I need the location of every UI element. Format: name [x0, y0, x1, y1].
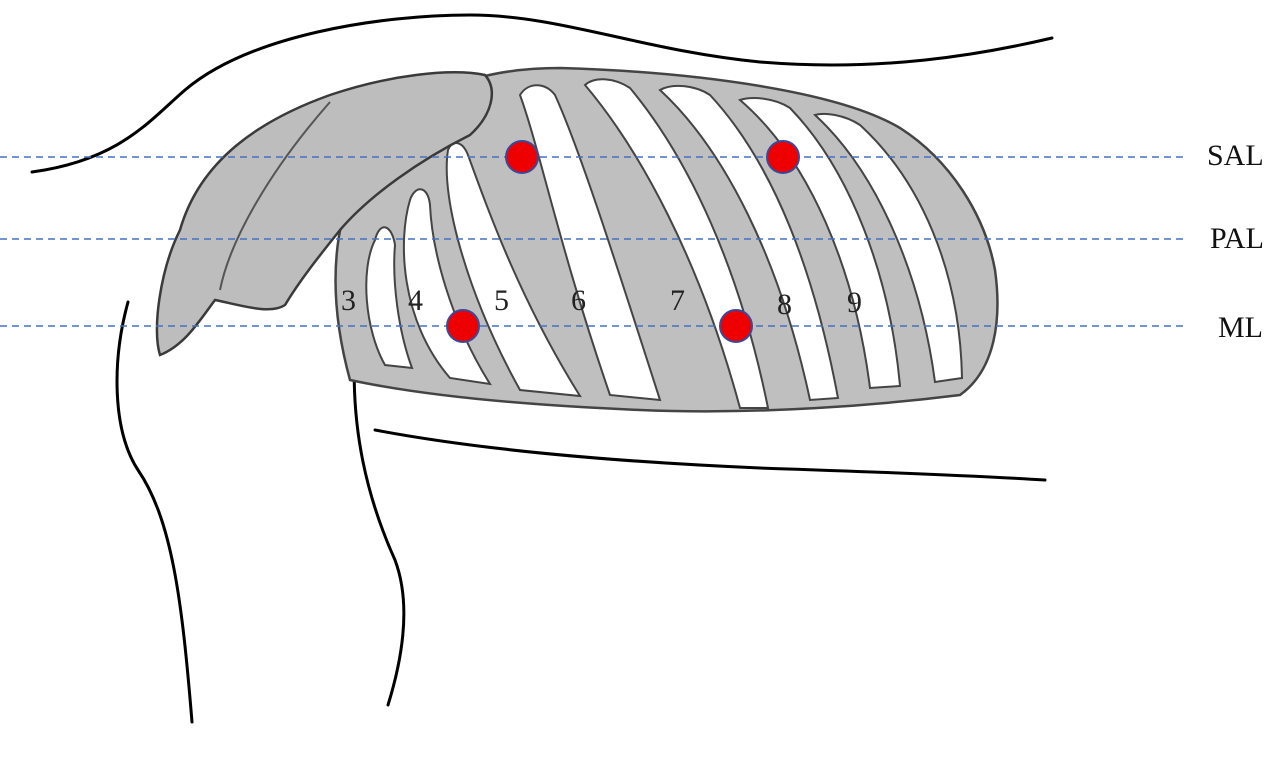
scapula-spine [219, 101, 331, 291]
intercostal-space [445, 142, 582, 398]
rib-number: 9 [847, 286, 862, 319]
rib-number: 7 [670, 284, 685, 317]
intercostal-space [365, 226, 414, 370]
intercostal-space [738, 97, 902, 390]
site-marker [719, 309, 753, 343]
intercostal-space [518, 84, 662, 402]
intercostal-space [813, 112, 964, 384]
site-marker [766, 140, 800, 174]
scapula [155, 71, 494, 357]
rib-number: 4 [408, 284, 423, 317]
sal-label: SAL [1207, 139, 1264, 172]
site-marker [505, 140, 539, 174]
foreleg-front-outline [115, 300, 194, 724]
site-markers [446, 140, 800, 343]
rib-number: 3 [341, 284, 356, 317]
guide-labels: SAL PAL ML [1207, 139, 1264, 344]
pal-label: PAL [1210, 222, 1264, 255]
scapula-blade [155, 71, 494, 357]
rib-number: 5 [494, 284, 509, 317]
intercostal-space [658, 84, 840, 402]
foreleg-back-outline [352, 343, 406, 707]
site-marker [446, 309, 480, 343]
belly-outline [373, 428, 1047, 482]
ml-label: ML [1218, 311, 1263, 344]
rib-numbers: 3 4 5 6 7 8 9 [341, 284, 862, 321]
body-outline [30, 13, 1054, 724]
rib-number: 6 [571, 284, 586, 317]
rib-number: 8 [777, 288, 792, 321]
back-outline [30, 13, 1054, 174]
guide-lines [0, 156, 1185, 327]
